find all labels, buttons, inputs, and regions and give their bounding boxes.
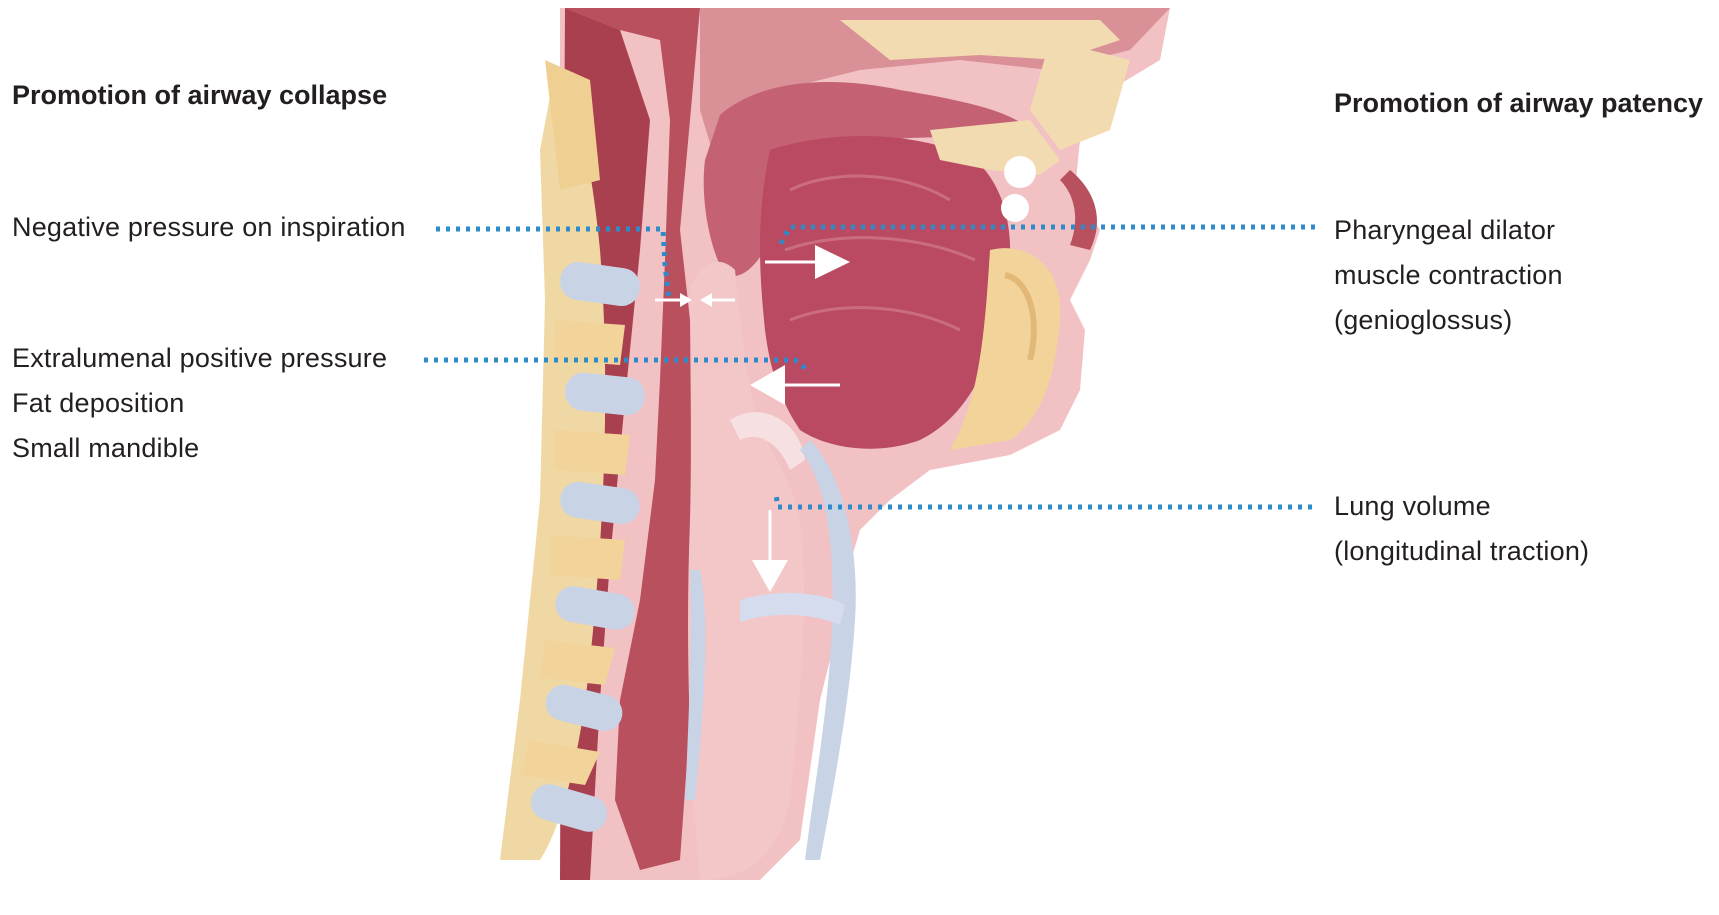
label-extralumenal-pressure: Extralumenal positive pressure xyxy=(12,336,387,381)
label-muscle-contraction: muscle contraction xyxy=(1334,253,1563,298)
heading-airway-patency: Promotion of airway patency xyxy=(1334,88,1703,119)
heading-airway-collapse: Promotion of airway collapse xyxy=(12,80,387,111)
label-lung-volume: Lung volume xyxy=(1334,484,1491,529)
label-fat-deposition: Fat deposition xyxy=(12,381,184,426)
label-pharyngeal-dilator: Pharyngeal dilator xyxy=(1334,208,1555,253)
label-small-mandible: Small mandible xyxy=(12,426,199,471)
label-negative-pressure: Negative pressure on inspiration xyxy=(12,205,406,250)
label-longitudinal-traction: (longitudinal traction) xyxy=(1334,529,1589,574)
label-genioglossus: (genioglossus) xyxy=(1334,298,1512,343)
